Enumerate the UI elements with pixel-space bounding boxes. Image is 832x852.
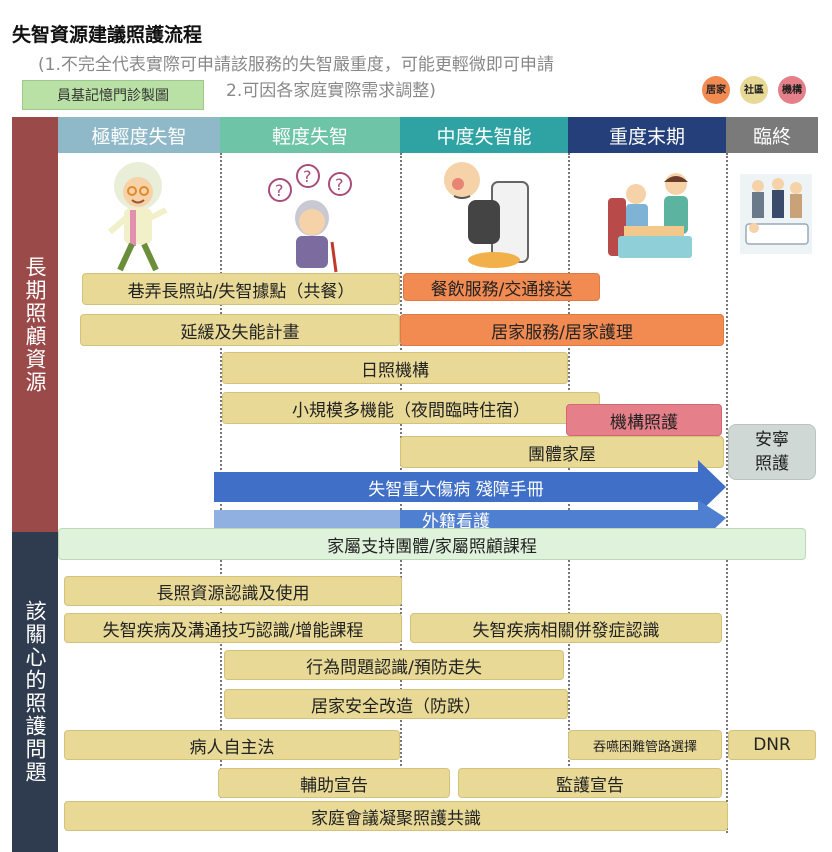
issue-home-safety: 居家安全改造（防跌） [224, 689, 568, 719]
hospital-bed-icon [740, 174, 812, 254]
legend-community: 社區 [740, 76, 768, 104]
resource-small-multifunction: 小規模多機能（夜間臨時住宿） [222, 392, 600, 424]
issue-ltc-resources-usage: 長照資源認識及使用 [64, 576, 402, 606]
resource-home-service-nursing: 居家服務/居家護理 [400, 314, 724, 346]
credit-label: 員基記憶門診製圖 [22, 80, 204, 110]
issue-guardianship-declaration: 監護宣告 [458, 768, 722, 798]
issue-dysphagia-tube: 吞嚥困難管路選擇 [568, 730, 722, 760]
resource-meal-transport: 餐飲服務/交通接送 [403, 273, 600, 301]
confused-elder-icon: ? ? ? [268, 164, 352, 273]
svg-text:?: ? [303, 167, 312, 186]
issue-complications: 失智疾病相關併發症認識 [410, 613, 722, 643]
svg-text:?: ? [275, 181, 284, 200]
issue-dementia-communication: 失智疾病及溝通技巧認識/增能課程 [64, 613, 402, 643]
resource-delay-disability-plan: 延緩及失能計畫 [80, 314, 400, 346]
sidebar-issues-label: 該關心的照護問題 [23, 600, 47, 784]
resource-major-illness-card: 失智重大傷病 殘障手冊 [368, 479, 544, 500]
sidebar-care-issues: 該關心的照護問題 [12, 532, 58, 852]
resource-institutional-care: 機構照護 [566, 404, 722, 436]
legend-institution: 機構 [778, 76, 806, 104]
resource-group-home: 團體家屋 [400, 436, 724, 468]
legend-institution-label: 機構 [782, 84, 802, 96]
legend-home: 居家 [702, 76, 730, 104]
stage-mild: 輕度失智 [220, 117, 400, 153]
resource-hospice-care: 安寧照護 [728, 424, 816, 480]
issue-assisted-declaration: 輔助宣告 [218, 768, 450, 798]
resource-day-care: 日照機構 [222, 352, 568, 384]
sidebar-ltc-label: 長期照顧資源 [23, 255, 47, 394]
issue-patient-autonomy-act: 病人自主法 [64, 730, 400, 760]
legend-home-label: 居家 [706, 84, 726, 96]
note-line-1: (1.不完全代表實際可申請該服務的失智嚴重度，可能更輕微即可申請 [38, 55, 554, 75]
svg-text:?: ? [335, 175, 344, 194]
sidebar-ltc-resources: 長期照顧資源 [12, 117, 58, 532]
resource-alley-ltc-station: 巷弄長照站/失智據點（共餐） [82, 273, 400, 305]
caregiver-feeding-icon [608, 173, 692, 258]
resource-foreign-caregiver: 外籍看護 [422, 511, 490, 532]
issue-family-meeting: 家庭會議凝聚照護共識 [64, 801, 728, 831]
note-line-2: 2.可因各家庭實際需求調整) [226, 81, 436, 101]
issue-dnr: DNR [728, 730, 816, 760]
legend-community-label: 社區 [744, 84, 764, 96]
stage-severe: 重度末期 [568, 117, 726, 153]
resource-family-support-group: 家屬支持團體/家屬照顧課程 [58, 528, 806, 560]
stage-moderate: 中度失智能 [400, 117, 568, 153]
sick-elder-icon [444, 162, 529, 268]
happy-elder-icon [108, 162, 168, 272]
stage-divider [726, 153, 728, 833]
issue-behavior-wandering: 行為問題認識/預防走失 [224, 650, 564, 680]
page-title: 失智資源建議照護流程 [12, 24, 203, 46]
stage-very-mild: 極輕度失智 [58, 117, 220, 153]
stage-end-of-life: 臨終 [726, 117, 818, 153]
arrow-shapes [214, 460, 726, 544]
